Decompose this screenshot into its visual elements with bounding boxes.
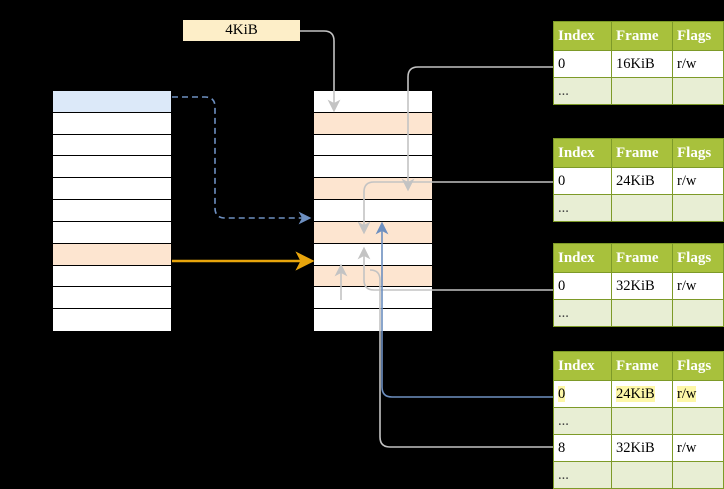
column-header-flags: Flags [672,351,724,381]
table-cell: ... [553,194,612,222]
memory-cell [53,134,171,157]
memory-cell [314,221,432,244]
table-cell [611,407,673,435]
table-cell: 24KiB [611,167,673,195]
memory-cell [53,309,171,331]
column-header-index: Index [553,351,612,381]
table-row: ... [553,407,724,435]
memory-cell [314,243,432,266]
table-cell [672,299,724,327]
physical-memory-column [313,90,433,331]
table-row: ... [553,299,724,327]
memory-cell [53,178,171,201]
memory-cell [53,156,171,179]
memory-cell [314,287,432,310]
table-cell: 0 [553,167,612,195]
table-row: ... [553,194,724,222]
memory-cell [53,287,171,310]
column-header-index: Index [553,21,612,51]
column-header-frame: Frame [611,351,673,381]
table-cell: r/w [672,167,724,195]
table-row: 0 24KiB r/w [553,380,724,408]
memory-cell [53,265,171,288]
memory-cell [53,200,171,222]
table-cell: ... [553,299,612,327]
table-cell: r/w [672,272,724,300]
table-cell: ... [553,407,612,435]
table-cell: ... [553,77,612,105]
memory-cell [53,221,171,244]
memory-cell [314,112,432,135]
table-cell: r/w [672,50,724,78]
memory-cell [314,134,432,157]
column-header-frame: Frame [611,21,673,51]
table-cell: 0 [553,50,612,78]
table-cell [672,461,724,489]
column-header-index: Index [553,138,612,168]
column-header-frame: Frame [611,243,673,273]
table-cell [672,407,724,435]
memory-cell [314,156,432,179]
column-header-flags: Flags [672,138,724,168]
memory-cell [314,200,432,222]
memory-cell [53,112,171,135]
table-cell: r/w [672,380,724,408]
highlighted-value: r/w [677,385,697,402]
table-cell: 0 [553,380,612,408]
memory-cell [314,91,432,113]
table-cell: 24KiB [611,380,673,408]
memory-cell [314,178,432,201]
table-cell: ... [553,461,612,489]
column-header-flags: Flags [672,243,724,273]
table-row: ... [553,461,724,489]
highlighted-value: 0 [558,385,566,402]
memory-cell [314,265,432,288]
column-header-flags: Flags [672,21,724,51]
table-cell [611,299,673,327]
table-cell: 32KiB [611,272,673,300]
table-cell: 32KiB [611,434,673,462]
connector-virtual-to-physical-dashed [172,96,312,225]
table-cell: r/w [672,434,724,462]
table-cell: 16KiB [611,50,673,78]
table-cell: 8 [553,434,612,462]
memory-cell [53,91,171,113]
table-cell: 0 [553,272,612,300]
highlighted-value: 24KiB [616,385,655,402]
memory-cell [314,309,432,331]
table-cell [611,77,673,105]
table-cell [611,461,673,489]
virtual-address-space-column [52,90,172,331]
memory-cell [53,243,171,266]
table-row: ... [553,77,724,105]
table-cell [672,194,724,222]
table-cell [611,194,673,222]
column-header-index: Index [553,243,612,273]
size-tag-4kib: 4KiB [183,20,300,41]
table-cell [672,77,724,105]
column-header-frame: Frame [611,138,673,168]
